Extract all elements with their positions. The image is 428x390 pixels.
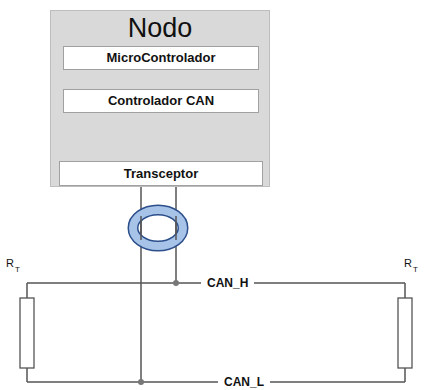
resistor-subscript: T xyxy=(15,262,20,278)
transceiver-box: Transceptor xyxy=(59,161,263,186)
can-h-wire-through xyxy=(175,216,177,240)
resistor-subscript: T xyxy=(413,262,418,278)
resistor-lead xyxy=(26,368,28,382)
resistor-lead xyxy=(404,283,406,298)
signal-name: CAN_L xyxy=(218,374,270,390)
resistor-label: R xyxy=(404,255,412,271)
box-label: MicroControlador xyxy=(106,50,215,66)
box-label: Transceptor xyxy=(124,166,198,182)
resistor-lead xyxy=(26,283,28,298)
ferrite-toroid-face xyxy=(133,210,183,246)
box-label: Controlador CAN xyxy=(108,93,214,109)
can-controller-box: Controlador CAN xyxy=(63,89,259,113)
resistor-symbol xyxy=(20,298,34,368)
junction-dot xyxy=(138,379,144,385)
can-l-wire xyxy=(140,187,142,382)
node-housing: NodoMicroControladorControlador CAN Trans… xyxy=(50,10,270,187)
node-title: Nodo xyxy=(128,13,193,43)
microcontroller-box: MicroControlador xyxy=(63,46,259,70)
resistor-symbol xyxy=(398,298,412,368)
resistor-lead xyxy=(404,368,406,382)
can-l-bus xyxy=(27,381,405,383)
can-l-wire-through xyxy=(140,216,142,240)
signal-name: CAN_H xyxy=(201,275,254,291)
ferrite-toroid xyxy=(133,210,183,246)
can-h-wire xyxy=(175,187,177,283)
resistor-label: R xyxy=(6,255,14,271)
junction-dot xyxy=(173,280,179,286)
